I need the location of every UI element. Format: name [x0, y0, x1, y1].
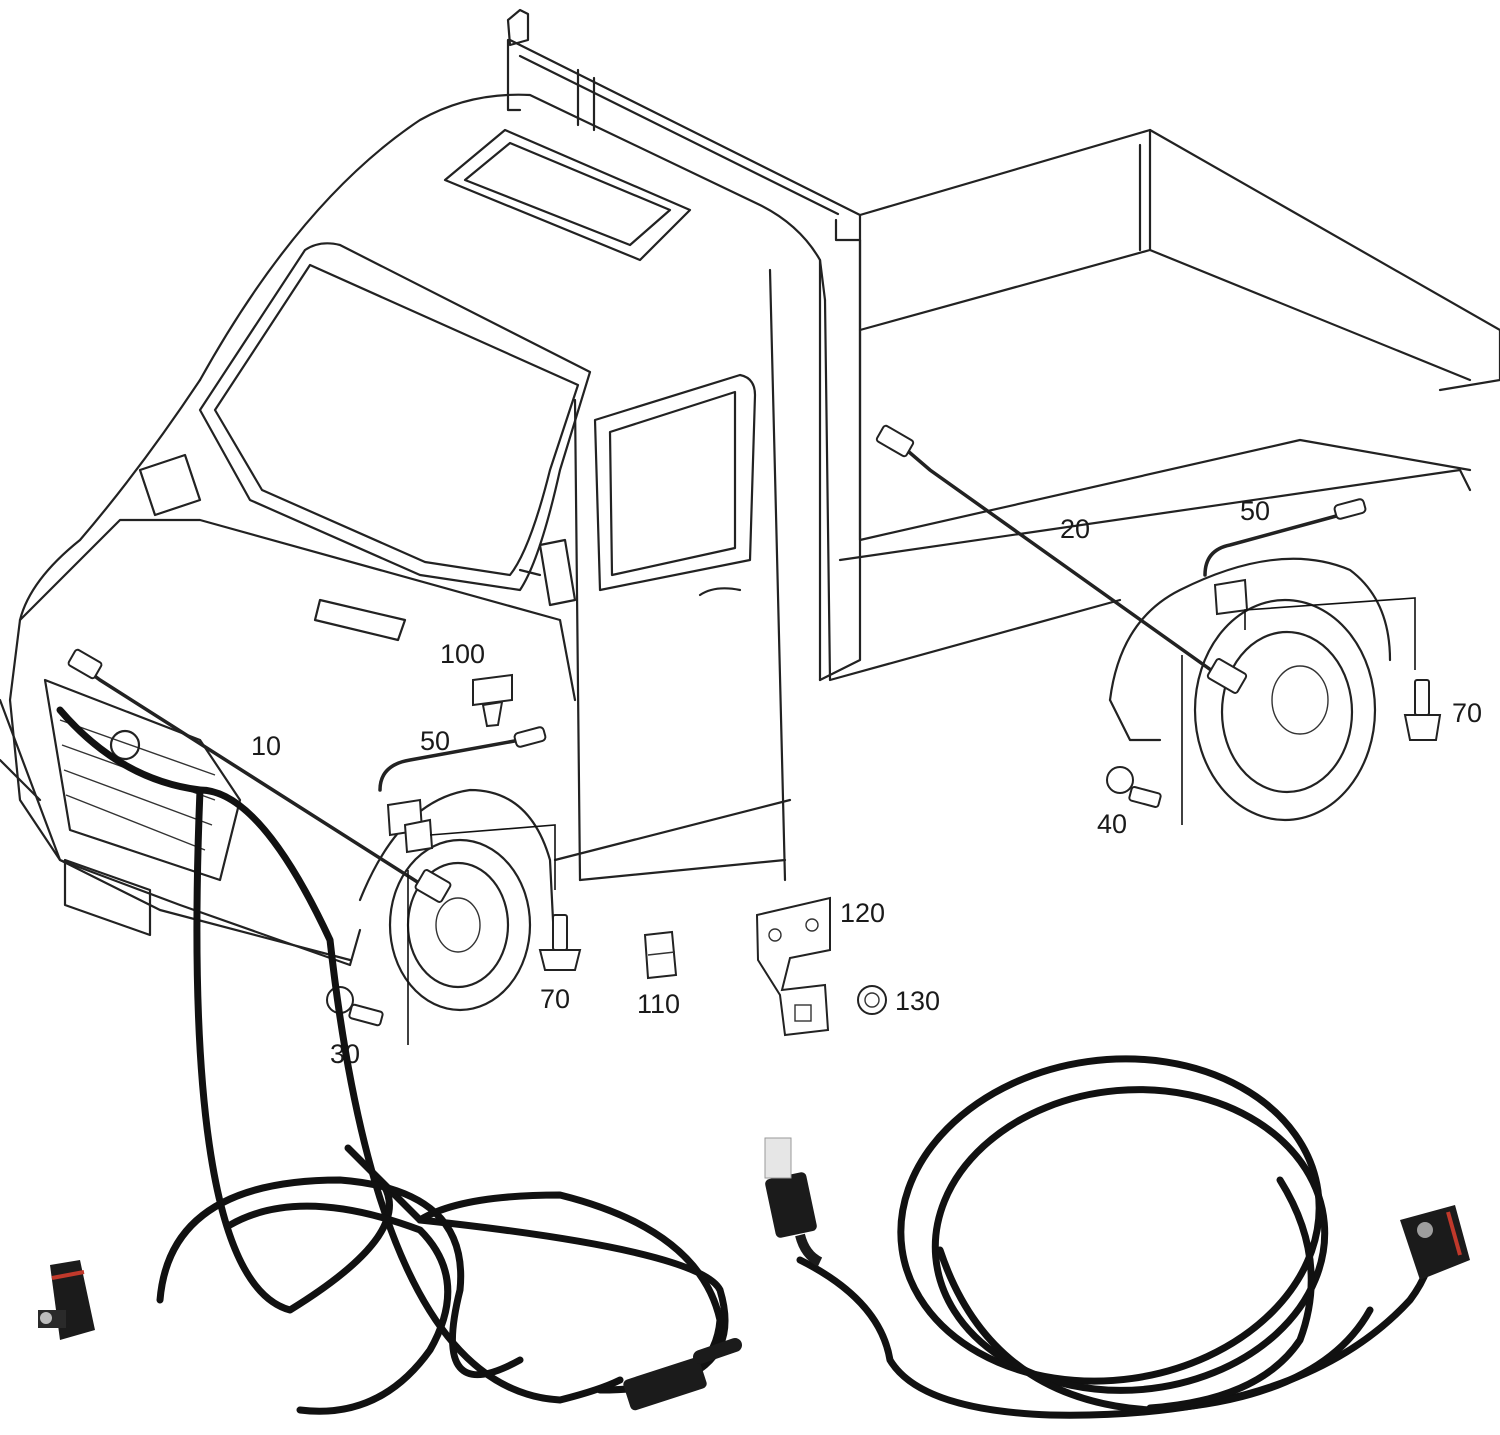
nut-130 — [857, 985, 887, 1015]
sensor-head-right — [1400, 1205, 1470, 1280]
callout-70-front: 70 — [540, 984, 570, 1014]
front-wheel-sensor-50 — [378, 726, 547, 854]
leader-lines — [407, 597, 1416, 1045]
rear-sensor-harness-20 — [875, 424, 1248, 694]
callout-40: 40 — [1097, 809, 1127, 839]
bolt-40 — [1106, 766, 1162, 808]
callout-50-rear: 50 — [1240, 496, 1270, 526]
connector-left — [623, 1357, 707, 1411]
connector-right — [765, 1172, 817, 1238]
callout-10: 10 — [251, 731, 281, 761]
callout-100: 100 — [440, 639, 485, 669]
callout-70-rear: 70 — [1452, 698, 1482, 728]
abs-sensor-cable-photo-left — [38, 706, 742, 1415]
truck-drawing — [0, 8, 1500, 1012]
bolt-70-front — [538, 914, 582, 971]
clip-110 — [643, 930, 678, 980]
callout-120: 120 — [840, 898, 885, 928]
clip-100 — [472, 673, 513, 728]
callout-130: 130 — [895, 986, 940, 1016]
rear-wheel-sensor-50 — [1203, 498, 1367, 616]
bracket-120 — [755, 896, 831, 1037]
front-sensor-harness-10 — [67, 648, 452, 903]
bolt-70-rear — [1403, 679, 1442, 741]
callout-20: 20 — [1060, 514, 1090, 544]
abs-sensor-cable-photo-right — [764, 1055, 1470, 1419]
callout-110: 110 — [637, 989, 680, 1019]
callout-50-front: 50 — [420, 726, 450, 756]
callout-labels: 10 20 30 40 50 50 70 70 100 110 120 130 — [251, 496, 1482, 1069]
